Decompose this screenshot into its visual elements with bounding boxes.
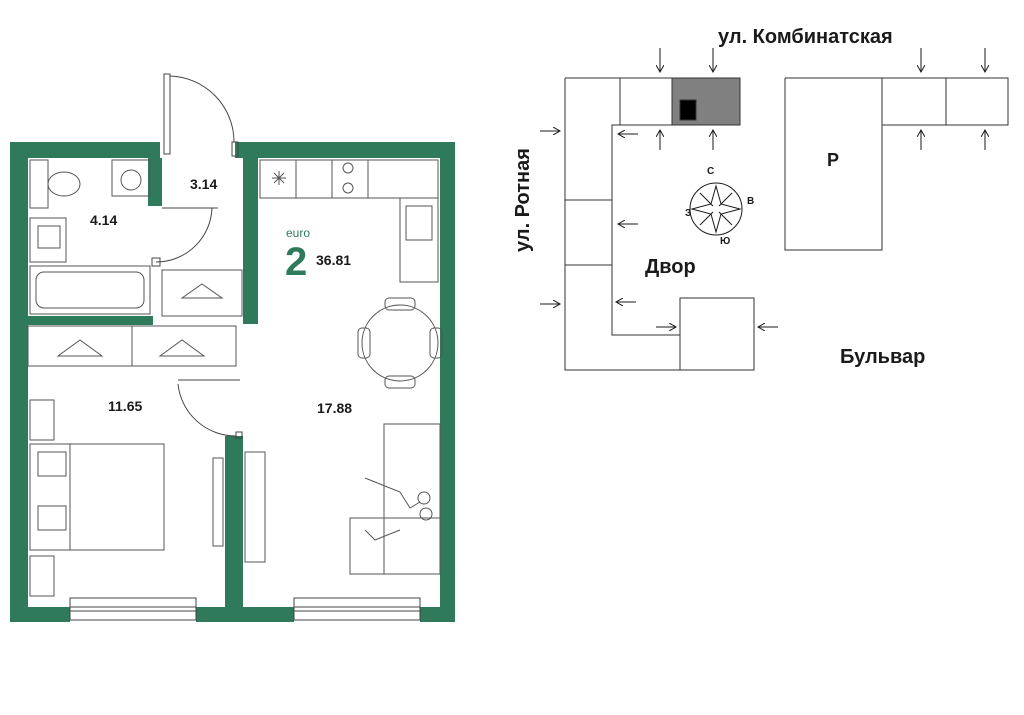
room-count: 2 [285,240,308,284]
parking-label: Р [827,150,840,170]
street-left: ул. Ротная [512,148,534,252]
total-area: 36.81 [316,252,352,268]
bedroom-area: 11.65 [108,398,143,414]
tv-units [212,451,266,563]
compass-south: Ю [720,236,731,247]
compass-rose [689,182,743,236]
street-top: ул. Комбинатская [718,26,893,48]
entrance-door [163,73,239,157]
bedroom-door [177,379,243,439]
apartment-plan [10,73,455,622]
compass-north: С [707,166,715,177]
site-plan [540,48,1009,371]
sofa [349,423,441,575]
compass-east: В [747,196,755,207]
bathroom-area: 4.14 [90,212,118,228]
exterior-walls [10,142,455,622]
living-area: 17.88 [317,400,353,416]
dining-table [357,297,443,389]
courtyard-label: Двор [645,256,696,278]
windows [69,597,421,621]
boulevard-label: Бульвар [840,346,926,368]
compass-west: З [685,208,692,219]
bed [29,399,165,597]
flat-type-label: euro [286,226,311,240]
wardrobes [27,269,243,367]
bathroom-door [151,207,218,267]
entrance-arrows [540,48,985,327]
bathroom-fixtures [29,159,151,315]
kitchen-counter [259,159,439,283]
hallway-area: 3.14 [190,176,218,192]
